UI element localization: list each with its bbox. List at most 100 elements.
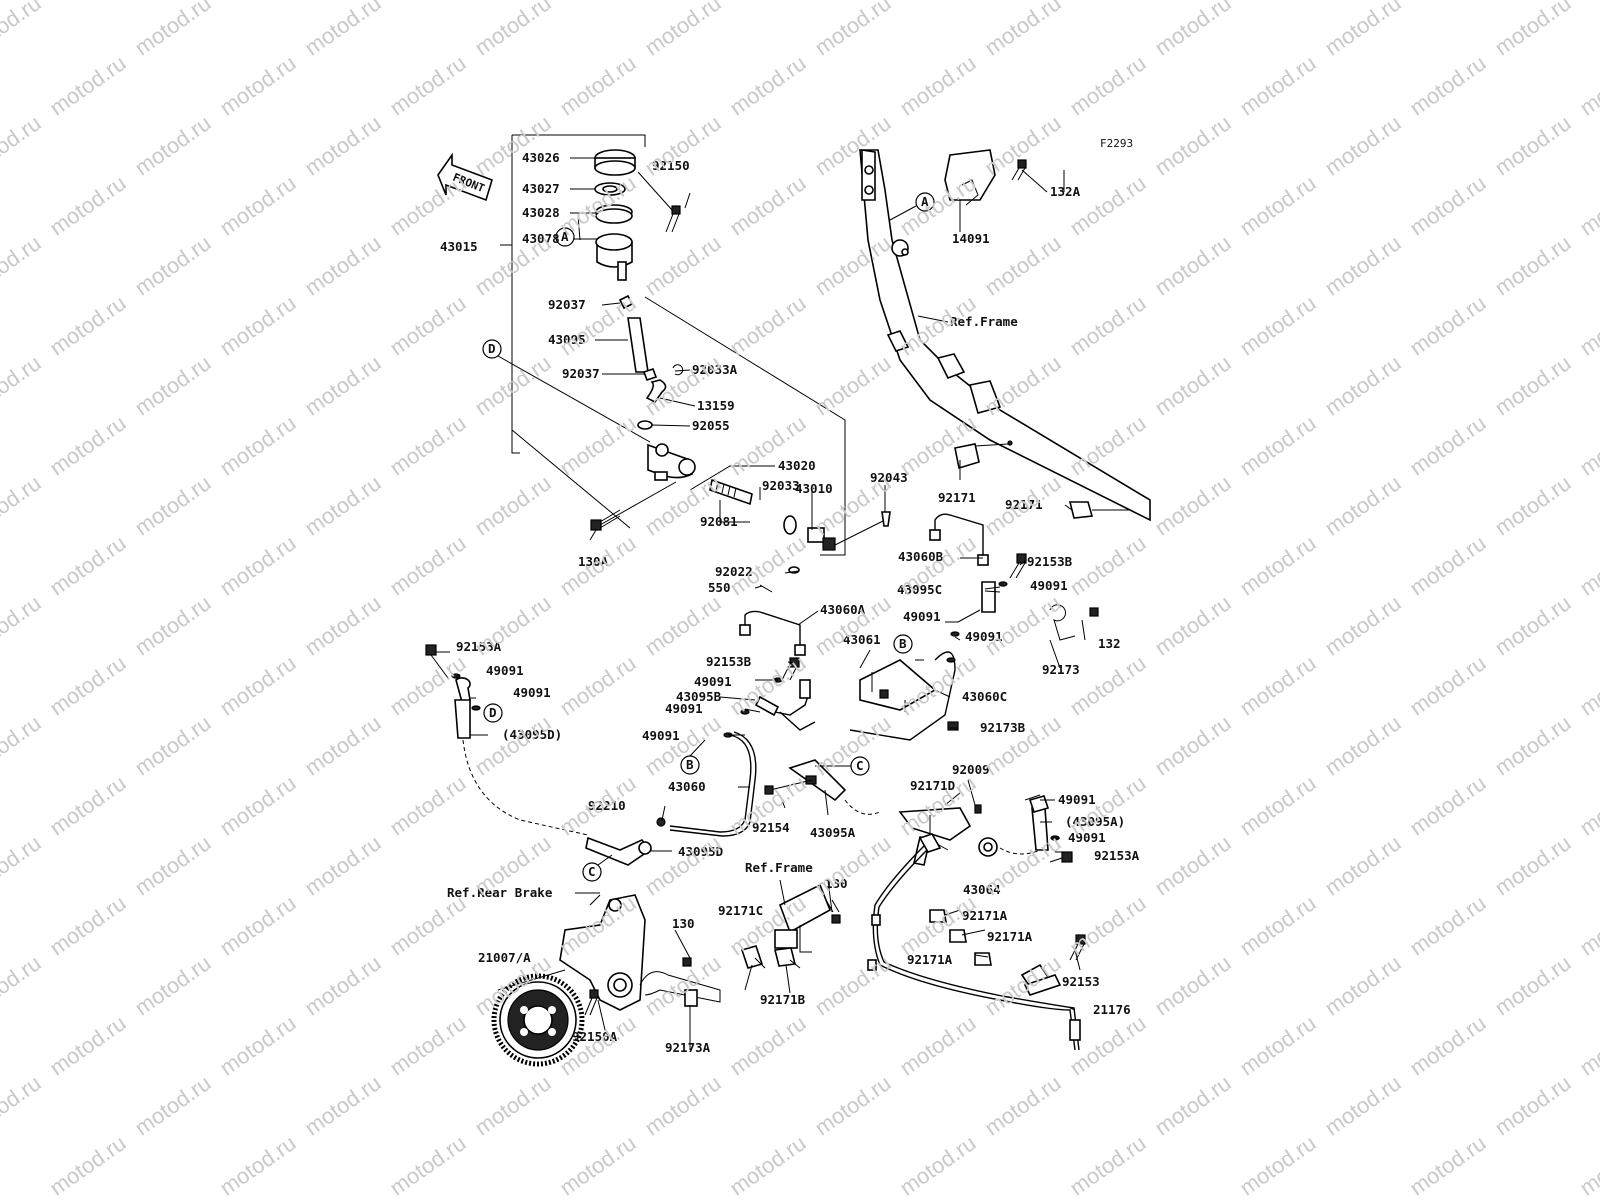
part-label: 92037 [562, 366, 600, 381]
hose-43095D-lower [585, 836, 652, 866]
part-label: 132A [1050, 184, 1081, 199]
svg-text:B: B [899, 636, 907, 651]
svg-text:A: A [561, 229, 569, 244]
part-label: 43095 [548, 332, 586, 347]
svg-text:C: C [588, 864, 596, 879]
brake-pipe-43060A [744, 610, 801, 648]
circlip-92033A [672, 364, 684, 376]
clamp-92037-bottom [642, 367, 658, 382]
part-label: 13159 [697, 398, 735, 413]
bracket-43061 [859, 659, 937, 712]
oring-92055 [637, 420, 653, 430]
bolt-92150 [665, 205, 681, 233]
part-label: 92171 [938, 490, 976, 505]
bolt-92153A-left [425, 644, 449, 679]
part-label: 92171B [760, 992, 806, 1007]
part-label: 550 [708, 580, 731, 595]
part-label: 92009 [952, 762, 990, 777]
part-label: 92022 [715, 564, 753, 579]
part-label: 130 [825, 876, 848, 891]
abs-cable-21176 [867, 833, 1081, 1051]
part-label: 92055 [692, 418, 730, 433]
part-label: 92081 [700, 514, 738, 529]
part-label: 92153A [1094, 848, 1140, 863]
part-label: 43028 [522, 205, 560, 220]
bolt-130A [590, 509, 621, 531]
part-label: 21176 [1093, 1002, 1131, 1017]
clip-92173A [639, 957, 721, 1007]
part-label: 43060 [668, 779, 706, 794]
callout-D-1: D [482, 339, 651, 443]
svg-text:D: D [489, 705, 497, 720]
part-label: 43026 [522, 150, 560, 165]
sensor-43064 [978, 837, 998, 857]
part-label: 49091 [1068, 830, 1106, 845]
part-label: 92043 [870, 470, 908, 485]
clamp-92171-a [954, 443, 1009, 470]
clamp-92171A-2 [949, 929, 967, 943]
part-label: 21007/A [478, 950, 531, 965]
part-label: 43015 [440, 239, 478, 254]
part-label: 92171D [910, 778, 955, 793]
part-label: 92037 [548, 297, 586, 312]
part-label: 130A [578, 554, 609, 569]
brake-pipe-43060 [669, 731, 757, 837]
part-label: 43020 [778, 458, 816, 473]
diagram-code: F2293 [1100, 137, 1133, 150]
clamp-92171A-3 [974, 952, 992, 966]
ref-frame-top-label: Ref.Frame [950, 314, 1018, 329]
ref-rear-brake-label: Ref.Rear Brake [447, 885, 553, 900]
part-label: 92173 [1042, 662, 1080, 677]
part-label: 92171 [1005, 497, 1043, 512]
part-label: 43095B [676, 689, 722, 704]
part-label: 49091 [965, 629, 1003, 644]
abs-rotor-21007A [491, 973, 585, 1067]
part-label: 43060B [898, 549, 944, 564]
part-label: 49091 [665, 701, 703, 716]
part-label: 92153B [706, 654, 752, 669]
ref-frame-bottom-label: Ref.Frame [745, 860, 813, 875]
fitting-43095C [957, 581, 996, 623]
hose-43095D-upper [454, 677, 471, 739]
switch-43095A [764, 759, 847, 802]
svg-text:B: B [686, 757, 694, 772]
push-rod-43010 [807, 519, 886, 551]
part-label: 43061 [843, 632, 881, 647]
part-label: 43060C [962, 689, 1007, 704]
hose-dashed-left [462, 739, 589, 836]
callout-C-1: C [815, 756, 870, 776]
clip-92173 [1049, 604, 1099, 641]
part-label: 43095D [678, 844, 723, 859]
part-label: (43095D) [502, 727, 562, 742]
part-label: 92154 [752, 820, 790, 835]
part-label: 49091 [1030, 578, 1068, 593]
part-label: 43064 [963, 882, 1001, 897]
part-label: 92153B [1027, 554, 1073, 569]
part-label: 49091 [1058, 792, 1096, 807]
callout-D-2: D [483, 703, 503, 723]
callout-A-1: A [555, 227, 575, 247]
part-label: 92171A [907, 952, 953, 967]
part-label: 132 [1098, 636, 1121, 651]
reservoir-cap-43026 [594, 149, 636, 176]
fitting-43095B [754, 679, 816, 731]
bracket-92171D [898, 804, 982, 851]
callout-A-2: A [889, 192, 935, 221]
cover-14091 [944, 149, 996, 206]
clamp-92171C [740, 945, 766, 969]
pin-92043 [881, 511, 891, 527]
part-number-labels: 43026 92150 43027 43028 43078 43015 9203… [440, 150, 1140, 1055]
master-cylinder-body [647, 443, 696, 481]
part-label: 49091 [513, 685, 551, 700]
part-label: 92033 [762, 478, 800, 493]
nut-92210 [656, 817, 666, 827]
part-label: 43095C [897, 582, 942, 597]
brake-pipe-43060B [934, 513, 984, 558]
part-label: 92171A [987, 929, 1033, 944]
brake-pipe-43060C [849, 651, 956, 741]
hose-43095 [627, 317, 649, 373]
part-label: 49091 [903, 609, 941, 624]
part-label: 92171C [718, 903, 763, 918]
